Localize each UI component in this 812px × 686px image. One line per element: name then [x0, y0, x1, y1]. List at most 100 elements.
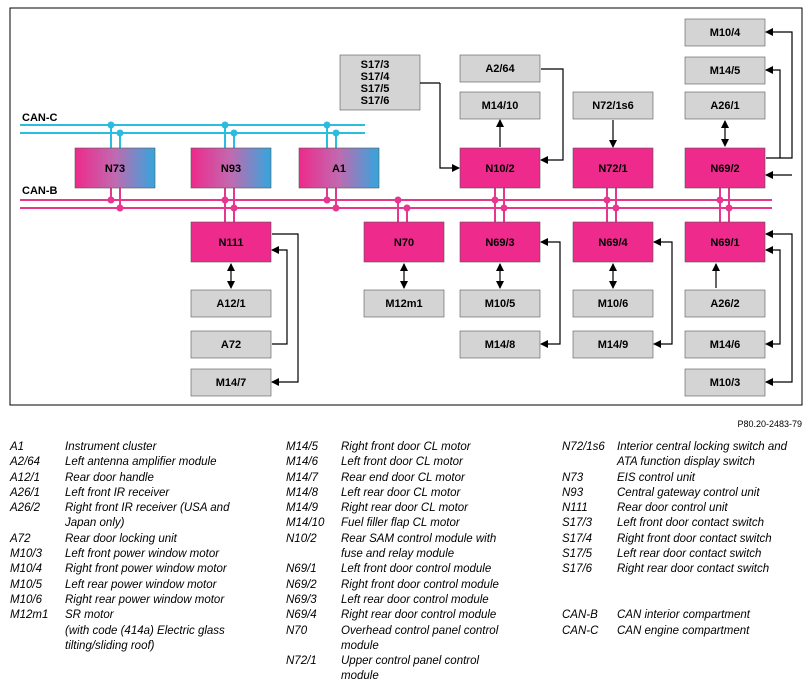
legend-code: M14/5: [286, 441, 318, 453]
legend-code: N69/2: [286, 578, 317, 591]
legend-code: S17/4: [562, 532, 593, 545]
legend-description: Left rear door control module: [341, 593, 558, 608]
legend-description-line: Rear SAM control module with: [341, 532, 497, 545]
box-s17-4: S17/4: [361, 71, 391, 83]
legend-description-line: CAN interior compartment: [617, 609, 750, 622]
legend-entry: [562, 593, 808, 608]
legend-code: M10/6: [10, 593, 42, 606]
legend-description: Right rear door control module: [341, 608, 558, 623]
legend-description-line: Rear door handle: [65, 471, 154, 484]
legend-description: Left front power window motor: [65, 547, 275, 562]
legend-entry: N72/1s6 Interior central locking switch a…: [562, 440, 808, 471]
legend-code: M14/8: [286, 486, 318, 499]
legend-code: A26/1: [10, 486, 41, 499]
legend-entry: A12/1 Rear door handle: [10, 471, 275, 486]
box-n69-4: N69/4: [598, 237, 628, 249]
legend-description-line: [617, 578, 808, 593]
legend-description-line: Fuel filler flap CL motor: [341, 517, 460, 530]
box-m14-8: M14/8: [485, 339, 516, 351]
legend-description: SR motor(with code (414a) Electric glass…: [65, 608, 275, 654]
legend-description: Left antenna amplifier module: [65, 455, 275, 470]
legend-code: M10/4: [10, 563, 42, 576]
legend-description-line: module: [341, 639, 379, 652]
legend-description-line: Rear door locking unit: [65, 532, 177, 545]
box-n72-1: N72/1: [598, 163, 627, 175]
legend-description-line: (with code (414a) Electric glass: [65, 624, 225, 637]
box-s17-3: S17/3: [361, 59, 390, 71]
legend-description-line: CAN engine compartment: [617, 624, 750, 637]
legend-description-line: [617, 593, 808, 608]
legend-code: N69/1: [286, 563, 317, 576]
legend-description: CAN engine compartment: [617, 624, 808, 639]
legend-description-line: EIS control unit: [617, 471, 695, 484]
legend-code: N93: [562, 486, 584, 499]
legend-entry: A72 Rear door locking unit: [10, 532, 275, 547]
legend-entry: S17/3 Left front door contact switch: [562, 516, 808, 531]
legend-description-line: Left rear door CL motor: [341, 486, 461, 499]
can-c-label: CAN-C: [22, 112, 57, 124]
box-label: N73: [105, 163, 125, 175]
legend-entry: N69/4 Right rear door control module: [286, 608, 558, 623]
legend-code: A12/1: [10, 471, 41, 484]
component-boxes: [190, 18, 766, 397]
legend-description-line: Left rear door contact switch: [617, 548, 762, 561]
legend-description: Instrument cluster: [65, 440, 275, 455]
legend-description-line: ATA function display switch: [617, 456, 755, 469]
legend-code: N69/4: [286, 609, 317, 622]
legend-code: M14/7: [286, 471, 318, 484]
legend-code: N10/2: [286, 532, 317, 545]
can-c-stubs: [107, 121, 340, 148]
legend-code: [562, 593, 617, 608]
legend-code: A72: [10, 532, 31, 545]
legend-description-line: Upper control panel control: [341, 655, 480, 668]
legend-description-line: Japan only): [65, 517, 125, 530]
legend-code: N72/1s6: [562, 441, 605, 453]
legend-description-line: Right front door CL motor: [341, 441, 471, 453]
legend-description: Rear door locking unit: [65, 532, 275, 547]
legend-description: Left front door CL motor: [341, 455, 558, 470]
legend-description: Right front door CL motor: [341, 440, 558, 455]
legend-description-line: Left front door CL motor: [341, 456, 463, 469]
legend-entry: A26/1 Left front IR receiver: [10, 486, 275, 501]
box-n69-3: N69/3: [485, 237, 514, 249]
legend-description: Left rear power window motor: [65, 578, 275, 593]
box-m10-3: M10/3: [710, 377, 741, 389]
legend-code: [562, 578, 617, 593]
legend-description-line: Interior central locking switch and: [617, 441, 788, 453]
legend-description: Right rear power window motor: [65, 593, 275, 608]
legend-code: A26/2: [10, 502, 41, 515]
legend-description: EIS control unit: [617, 471, 808, 486]
legend-description-line: Left front IR receiver: [65, 486, 170, 499]
box-n111: N111: [218, 237, 243, 249]
legend-description-line: Left front door contact switch: [617, 517, 765, 530]
can-b-label: CAN-B: [22, 185, 57, 197]
legend-code: S17/3: [562, 517, 593, 530]
box-m14-9: M14/9: [598, 339, 629, 351]
can-c-bus: CAN-C: [20, 112, 365, 134]
legend-description-line: Right rear power window motor: [65, 593, 225, 606]
legend-description: [617, 578, 808, 593]
legend-description-line: Rear door control unit: [617, 502, 728, 515]
legend-entry: [562, 578, 808, 593]
box-n93: N93: [190, 147, 272, 189]
box-n69-1: N69/1: [710, 237, 739, 249]
legend-description-line: Right front power window motor: [65, 563, 227, 576]
box-a72: A72: [221, 339, 241, 351]
